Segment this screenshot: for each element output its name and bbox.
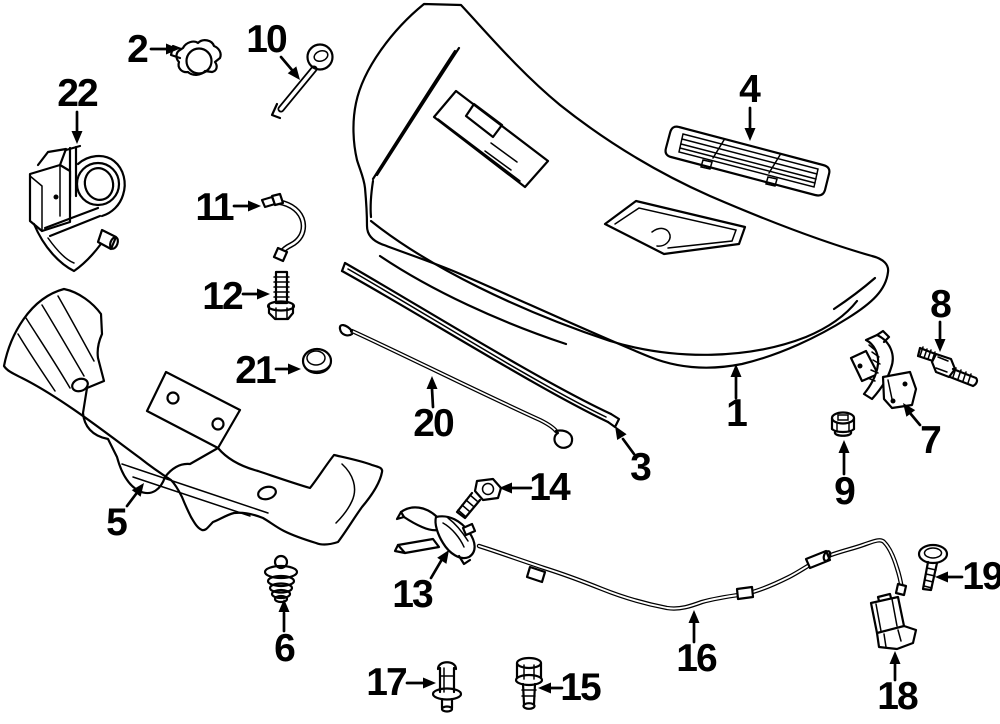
part-17-clip xyxy=(431,661,463,713)
part-6-clip xyxy=(263,554,299,604)
callout-6: 6 xyxy=(274,599,297,670)
callout-14: 14 xyxy=(499,466,573,509)
callout-16: 16 xyxy=(676,610,719,680)
callout-22-number: 22 xyxy=(57,72,98,115)
callout-21-number: 21 xyxy=(235,349,276,392)
callout-11-number: 11 xyxy=(195,186,234,229)
part-2-grommet xyxy=(169,39,222,76)
callout-17: 17 xyxy=(366,661,436,704)
part-22-latch-assembly xyxy=(28,144,126,273)
part-1-hood-panel xyxy=(352,2,890,369)
callout-4: 4 xyxy=(739,68,763,141)
callout-12-number: 12 xyxy=(202,275,243,318)
callout-20-number: 20 xyxy=(413,402,454,445)
callout-15: 15 xyxy=(538,666,603,709)
part-16-release-cable xyxy=(476,538,908,611)
callout-10: 10 xyxy=(246,18,300,80)
callout-22: 22 xyxy=(57,72,100,144)
callout-11: 11 xyxy=(195,186,261,229)
callout-7: 7 xyxy=(903,403,942,462)
callout-14-number: 14 xyxy=(529,466,571,509)
part-7-hinge xyxy=(849,329,918,410)
callout-2-number: 2 xyxy=(127,28,148,71)
callout-21: 21 xyxy=(235,349,301,392)
callout-6-number: 6 xyxy=(274,627,295,670)
part-18-bracket xyxy=(869,592,918,651)
callout-1-number: 1 xyxy=(726,392,747,435)
callout-15-number: 15 xyxy=(560,666,601,709)
part-10-support-rod xyxy=(270,43,334,120)
part-20-seal-rod xyxy=(338,324,574,449)
part-13-hood-latch xyxy=(393,506,477,566)
callout-17-number: 17 xyxy=(366,661,406,704)
callouts: 1 2 3 4 5 6 7 xyxy=(57,18,1000,718)
callout-9-number: 9 xyxy=(834,470,855,513)
part-19-screw xyxy=(917,543,949,592)
callout-2: 2 xyxy=(127,28,179,71)
callout-10-number: 10 xyxy=(246,18,287,61)
callout-8: 8 xyxy=(930,283,953,352)
callout-13: 13 xyxy=(392,550,449,616)
part-15-bolt xyxy=(514,656,544,710)
callout-13-number: 13 xyxy=(392,573,433,616)
callout-19: 19 xyxy=(935,555,1000,598)
callout-16-number: 16 xyxy=(676,637,717,680)
callout-5: 5 xyxy=(106,483,144,544)
part-14-bolt xyxy=(455,477,503,520)
callout-3: 3 xyxy=(615,426,653,489)
callout-18-number: 18 xyxy=(877,675,918,718)
part-11-hook xyxy=(260,192,307,263)
callout-19-number: 19 xyxy=(962,555,1000,598)
callout-8-number: 8 xyxy=(930,283,951,326)
callout-12: 12 xyxy=(202,275,270,318)
part-21-grommet xyxy=(301,347,333,375)
callout-3-number: 3 xyxy=(630,446,651,489)
callout-9: 9 xyxy=(834,440,857,513)
part-9-nut xyxy=(830,411,856,437)
callout-18: 18 xyxy=(877,651,920,718)
callout-7-number: 7 xyxy=(920,419,940,462)
callout-4-number: 4 xyxy=(739,68,761,111)
part-3-seal-strip xyxy=(340,261,621,429)
part-5-insulator-pad xyxy=(2,287,384,546)
callout-20: 20 xyxy=(413,376,456,445)
part-12-bolt xyxy=(266,270,296,321)
callout-5-number: 5 xyxy=(106,501,127,544)
callout-1: 1 xyxy=(726,364,749,435)
part-4-vent-grille xyxy=(664,125,831,197)
part-8-stud-bolt xyxy=(916,346,979,388)
